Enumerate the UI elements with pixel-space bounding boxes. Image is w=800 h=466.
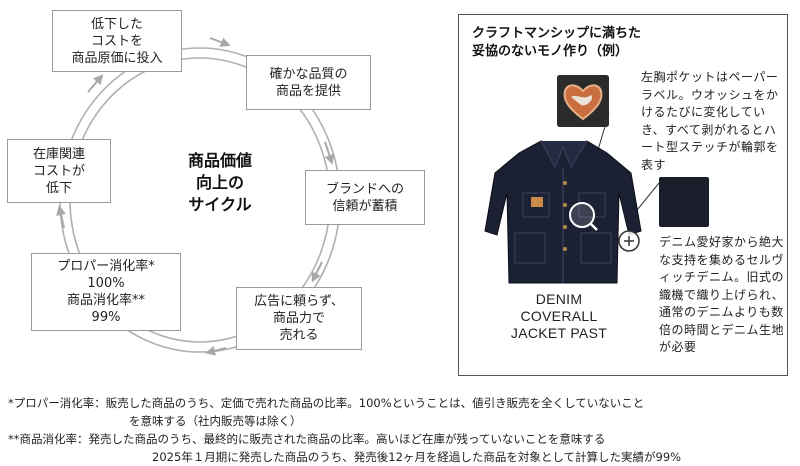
footnote-proper-sell-through-cont: を意味する（社内販売等は除く）: [129, 414, 302, 428]
cycle-center-title: 商品価値 向上の サイクル: [155, 150, 285, 216]
step-text: 商品を提供: [275, 83, 341, 99]
footnote-sell-through: **商品消化率：発売した商品のうち、最終的に販売された商品の比率。高いほど在庫が…: [8, 432, 606, 446]
step-text: 商品消化率**: [66, 293, 145, 308]
step-text: 低下した: [90, 16, 143, 32]
footnote-proper-sell-through: *プロパー消化率：販売した商品のうち、定価で売れた商品の比率。100%ということ…: [8, 396, 645, 410]
product-name: DENIM COVERALL JACKET PAST: [499, 291, 619, 342]
step-text: 低下: [45, 180, 72, 196]
step-text: 売れる: [279, 328, 319, 343]
step-text: コストが: [32, 163, 85, 179]
cycle-arrow-6: [87, 74, 104, 93]
step-text: 在庫関連: [32, 146, 85, 162]
footnote-sell-through-cont: 2025年１月期に発売した商品のうち、発売後12ヶ月を経過した商品を対象として計…: [152, 450, 682, 464]
cycle-arrow-4: [205, 345, 227, 356]
denim-description: デニム愛好家から絶大な支持を集めるセルヴィッチデニム。旧式の織機で織り上げられ、…: [659, 235, 785, 354]
pocket-description: 左胸ポケットはペーパーラベル。ウオッシュをかけるたびに変化していき、すべて剥がれ…: [641, 70, 779, 172]
product-name-line: DENIM: [535, 291, 583, 307]
cycle-step-quality: 確かな品質の 商品を提供: [246, 55, 371, 110]
panel-title-line: 妥協のないモノ作り（例）: [472, 44, 629, 59]
step-text: 商品原価に投入: [71, 50, 163, 66]
cycle-step-inventory-cost: 在庫関連 コストが 低下: [7, 139, 111, 203]
cycle-step-sells-on-merit: 広告に頼らず、 商品力で 売れる: [236, 287, 362, 350]
step-text: 100%: [87, 276, 125, 291]
center-title-line: 商品価値: [187, 151, 252, 170]
step-text: 確かな品質の: [269, 66, 348, 82]
step-text: 99%: [91, 310, 121, 325]
cycle-arrow-3: [311, 261, 323, 283]
panel-title: クラフトマンシップに満ちた 妥協のないモノ作り（例）: [472, 25, 641, 61]
cycle-arrow-1: [209, 37, 231, 47]
footnotes: *プロパー消化率：販売した商品のうち、定価で売れた商品の比率。100%ということ…: [8, 394, 798, 466]
panel-title-line: クラフトマンシップに満ちた: [472, 26, 642, 41]
step-text: コストを: [90, 33, 143, 49]
cycle-step-reinvest: 低下した コストを 商品原価に投入: [52, 10, 182, 72]
heart-pocket-photo: [557, 75, 609, 127]
step-text: ブランドへの: [325, 181, 404, 197]
step-text: 商品力で: [272, 311, 325, 326]
center-title-line: 向上の: [195, 173, 244, 192]
step-text: プロパー消化率*: [57, 259, 155, 274]
selvedge-denim-photo: [659, 177, 709, 227]
craftsmanship-panel: クラフトマンシップに満ちた 妥協のないモノ作り（例） 左胸ポケットはペーパーラベ…: [458, 14, 788, 376]
cycle-step-sell-through: プロパー消化率* 100% 商品消化率** 99%: [31, 253, 181, 331]
product-name-line: JACKET PAST: [510, 325, 608, 341]
cycle-arrow-5: [56, 205, 66, 229]
cycle-step-brand-trust: ブランドへの 信頼が蓄積: [305, 170, 425, 225]
cycle-arrow-2: [324, 141, 335, 165]
jacket-illustration: [484, 140, 642, 284]
step-text: 広告に頼らず、: [254, 294, 344, 309]
product-name-line: COVERALL: [520, 308, 598, 324]
center-title-line: サイクル: [188, 195, 252, 214]
step-text: 信頼が蓄積: [332, 198, 398, 214]
